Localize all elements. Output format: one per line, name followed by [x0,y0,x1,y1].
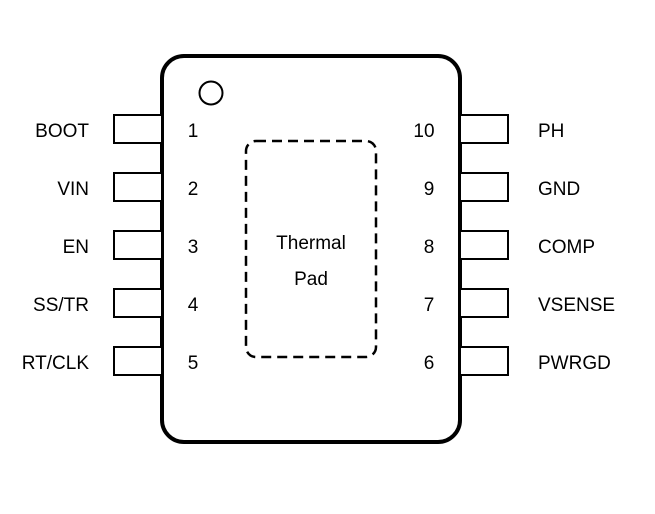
pin-number: 9 [424,179,435,200]
pin-left-2: VIN 2 [57,172,199,202]
pin-left-1: BOOT 1 [35,114,199,144]
pin-name: GND [538,179,580,200]
pin-lead [113,172,163,202]
pin-name: VSENSE [538,295,615,316]
pin-left-5: RT/CLK 5 [22,346,199,376]
pin-left-3: EN 3 [63,230,199,260]
pin-number: 3 [188,237,199,258]
pin1-indicator-icon [198,80,224,106]
thermal-pad-label-line2: Pad [294,269,328,290]
pin-number: 7 [424,295,435,316]
pin-name: BOOT [35,121,89,142]
pin-lead [113,288,163,318]
pin-name: EN [63,237,89,258]
right-pins: PH 10 GND 9 COMP 8 VSENSE 7 PWRGD 6 [413,114,615,376]
pin-number: 6 [424,353,435,374]
pin-lead [459,288,509,318]
pin-number: 2 [188,179,199,200]
pin-left-4: SS/TR 4 [33,288,199,318]
pin-right-8: COMP 8 [424,230,595,260]
thermal-pad-label-line1: Thermal [276,233,346,254]
pin-name: RT/CLK [22,353,90,374]
pin-lead [459,346,509,376]
pin-right-9: GND 9 [424,172,580,202]
pin-number: 4 [188,295,199,316]
pin-number: 10 [413,121,434,142]
pin-number: 5 [188,353,199,374]
pin-number: 1 [188,121,199,142]
pin-right-10: PH 10 [413,114,564,144]
pin-lead [459,114,509,144]
pin-number: 8 [424,237,435,258]
pin-lead [113,230,163,260]
pin-lead [459,230,509,260]
thermal-pad-outline [244,139,378,359]
pin-name: COMP [538,237,595,258]
pin-name: VIN [57,179,89,200]
pin-lead [459,172,509,202]
pin-name: PH [538,121,564,142]
pin-lead [113,114,163,144]
pin-right-7: VSENSE 7 [424,288,615,318]
pin-name: SS/TR [33,295,89,316]
left-pins: BOOT 1 VIN 2 EN 3 SS/TR 4 RT/CLK 5 [22,114,199,376]
pin-lead [113,346,163,376]
pin-name: PWRGD [538,353,611,374]
pin-right-6: PWRGD 6 [424,346,611,376]
